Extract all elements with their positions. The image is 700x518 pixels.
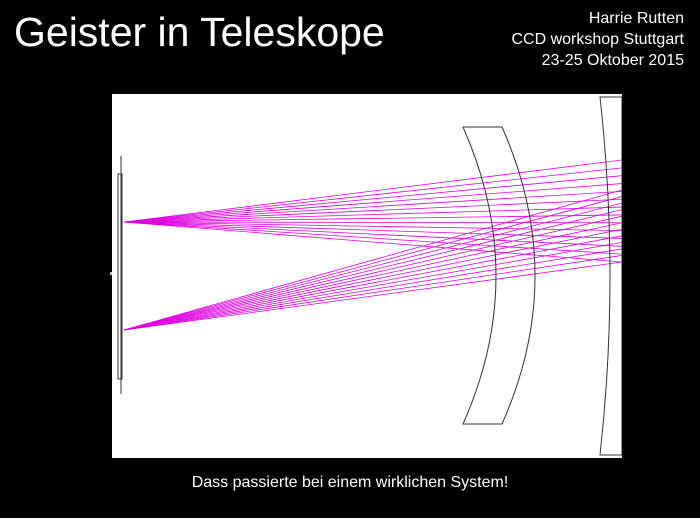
corrector-element bbox=[599, 96, 622, 456]
ray-lower bbox=[123, 215, 622, 331]
meniscus-lens bbox=[462, 126, 536, 425]
ray-upper bbox=[123, 198, 622, 223]
ray-upper bbox=[123, 221, 622, 247]
ray-lower bbox=[123, 261, 622, 331]
ray-lower bbox=[123, 241, 622, 331]
ray-lower bbox=[123, 196, 622, 331]
ray-upper bbox=[123, 159, 622, 223]
ray-lower bbox=[123, 248, 622, 331]
ray-upper bbox=[123, 221, 622, 255]
ray-fan-lower bbox=[123, 189, 622, 331]
ray-upper bbox=[123, 175, 622, 223]
ray-upper bbox=[123, 221, 622, 239]
author-block: Harrie Rutten CCD workshop Stuttgart 23-… bbox=[511, 8, 684, 71]
ray-fan-upper bbox=[123, 159, 622, 263]
ray-upper bbox=[123, 214, 622, 223]
ray-lower bbox=[123, 202, 622, 331]
optical-diagram bbox=[112, 94, 622, 458]
axis-tick bbox=[110, 272, 113, 275]
event-date: 23-25 Oktober 2015 bbox=[541, 52, 684, 69]
slide-caption: Dass passierte bei einem wirklichen Syst… bbox=[191, 474, 509, 491]
ray-upper bbox=[123, 221, 622, 232]
event-name: CCD workshop Stuttgart bbox=[511, 31, 684, 48]
ray-trace-svg bbox=[117, 96, 622, 456]
ray-lower bbox=[123, 209, 622, 331]
ray-lower bbox=[123, 228, 622, 331]
slide-title: Geister in Teleskope bbox=[14, 9, 385, 55]
ray-upper bbox=[123, 183, 622, 223]
ray-lower bbox=[123, 222, 622, 331]
ray-lower bbox=[123, 189, 622, 331]
ray-lower bbox=[123, 255, 622, 331]
ray-upper bbox=[123, 167, 622, 223]
ray-lower bbox=[123, 235, 622, 331]
detector-plate bbox=[117, 173, 123, 380]
ray-upper bbox=[123, 206, 622, 223]
ray-upper bbox=[123, 221, 622, 224]
ray-upper bbox=[123, 190, 622, 223]
author-name: Harrie Rutten bbox=[588, 10, 684, 27]
ray-upper bbox=[123, 221, 622, 263]
